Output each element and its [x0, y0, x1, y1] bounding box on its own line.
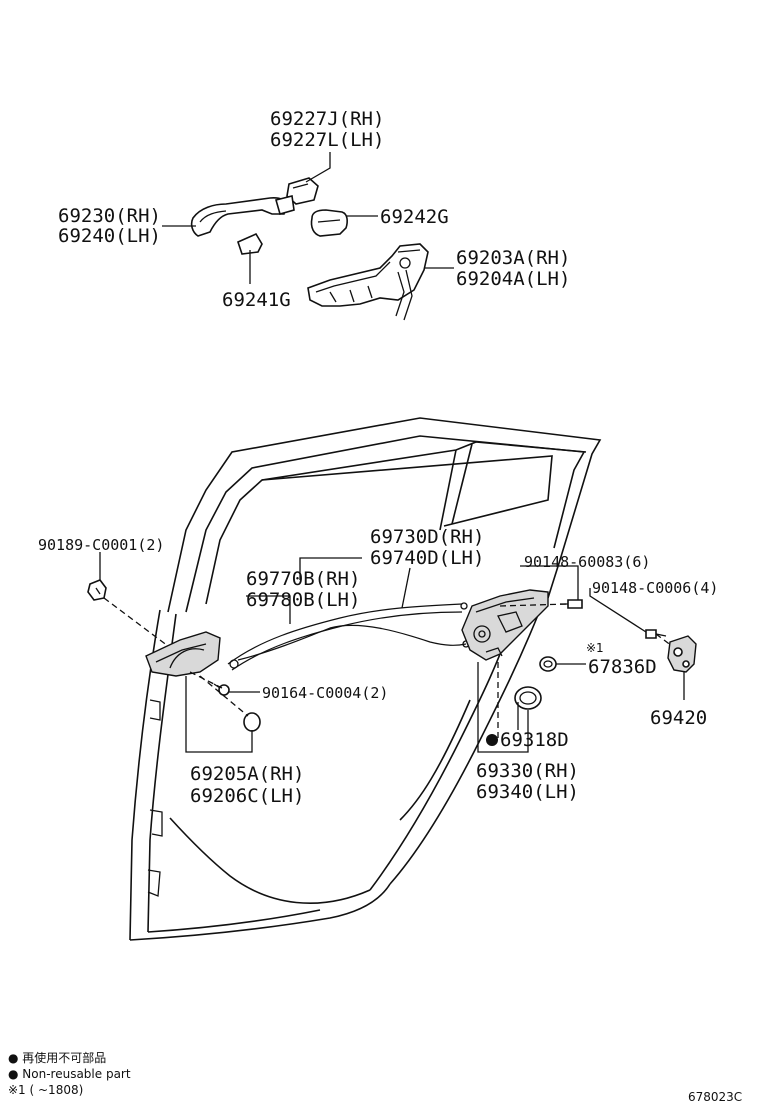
label-69330-rh: 69330(RH) — [476, 760, 579, 782]
label-69241g: 69241G — [222, 289, 291, 311]
door-striker — [667, 635, 697, 673]
label-90189: 90189-C0001(2) — [38, 536, 164, 554]
legend-line-2: ● Non-reusable part — [8, 1067, 131, 1081]
lock-cables — [227, 602, 470, 671]
label-69318d: 69318D — [500, 729, 569, 751]
figure-id: 678023C — [688, 1090, 742, 1104]
outside-handle-cover — [286, 177, 319, 205]
door-lock-assembly — [461, 589, 549, 661]
label-69730-rh: 69730D(RH) — [370, 526, 484, 548]
screw-90148-c0006 — [645, 629, 667, 639]
legend-line-3: ※1 ( ~1808) — [8, 1083, 83, 1097]
label-69227-lh: 69227L(LH) — [270, 129, 384, 151]
label-69740-lh: 69740D(LH) — [370, 547, 484, 569]
clip — [243, 712, 261, 732]
label-69227-rh: 69227J(RH) — [270, 108, 384, 130]
label-69240-lh: 69240(LH) — [58, 225, 161, 247]
lower-leader-lines — [99, 552, 685, 753]
label-69206-lh: 69206C(LH) — [190, 785, 304, 807]
legend-line-1: ● 再使用不可部品 — [8, 1050, 106, 1065]
note-mark-1: ※1 — [586, 641, 604, 655]
label-90148-60083: 90148-60083(6) — [524, 553, 650, 571]
door-outline — [129, 417, 602, 941]
label-69420: 69420 — [650, 707, 707, 729]
label-69770-rh: 69770B(RH) — [246, 568, 360, 590]
handle-pad-small — [237, 232, 263, 255]
label-69242g: 69242G — [380, 206, 449, 228]
grommet-69318 — [514, 686, 542, 710]
label-90164: 90164-C0004(2) — [262, 684, 388, 702]
label-69340-lh: 69340(LH) — [476, 781, 579, 803]
handle-pad — [310, 209, 348, 237]
screw-90189 — [87, 579, 107, 601]
upper-leader-lines — [162, 152, 454, 284]
inside-handle — [145, 631, 221, 677]
label-69230-rh: 69230(RH) — [58, 205, 161, 227]
label-69780-lh: 69780B(LH) — [246, 589, 360, 611]
seal-67836 — [539, 656, 557, 672]
label-69205-rh: 69205A(RH) — [190, 763, 304, 785]
label-90148-c0006: 90148-C0006(4) — [592, 579, 718, 597]
outside-handle-frame — [307, 243, 429, 321]
label-67836d: 67836D — [588, 656, 657, 678]
label-69204-lh: 69204A(LH) — [456, 268, 570, 290]
non-reusable-dot — [486, 734, 498, 746]
label-69203-rh: 69203A(RH) — [456, 247, 570, 269]
outside-handle — [190, 195, 295, 237]
